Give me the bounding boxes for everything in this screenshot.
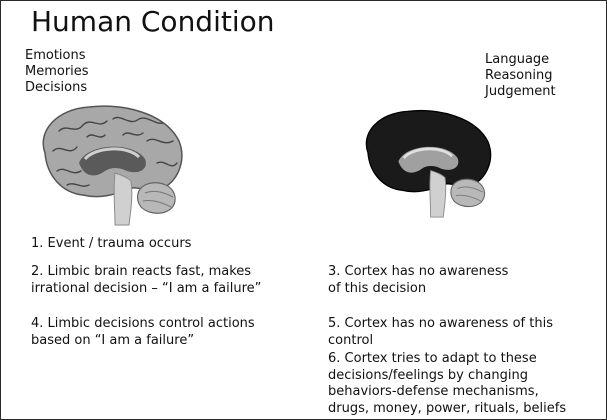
cerebellum-shape — [138, 183, 176, 214]
cortex-function-label: Judgement — [485, 84, 556, 100]
step-6-text: 6. Cortex tries to adapt to these decisi… — [328, 351, 566, 417]
step-1-text: 1. Event / trauma occurs — [31, 236, 191, 253]
step-3-text: 3. Cortex has no awareness of this decis… — [328, 264, 508, 297]
cortex-function-list: Language Reasoning Judgement — [485, 52, 556, 100]
cortex-brain-illustration — [351, 106, 496, 218]
limbic-function-label: Emotions — [25, 48, 89, 64]
step-4-text: 4. Limbic decisions control actions base… — [31, 316, 255, 349]
step-2-text: 2. Limbic brain reacts fast, makes irrat… — [31, 264, 261, 297]
limbic-function-label: Decisions — [25, 80, 89, 96]
cortex-function-label: Reasoning — [485, 68, 556, 84]
limbic-function-list: Emotions Memories Decisions — [25, 48, 89, 96]
limbic-brain-illustration — [27, 101, 187, 226]
slide-title: Human Condition — [31, 7, 275, 37]
step-5-text: 5. Cortex has no awareness of this contr… — [328, 316, 553, 349]
cerebellum-shape — [451, 179, 485, 206]
cortex-function-label: Language — [485, 52, 556, 68]
brainstem-shape — [430, 171, 446, 218]
limbic-function-label: Memories — [25, 64, 89, 80]
brainstem-shape — [114, 173, 132, 225]
